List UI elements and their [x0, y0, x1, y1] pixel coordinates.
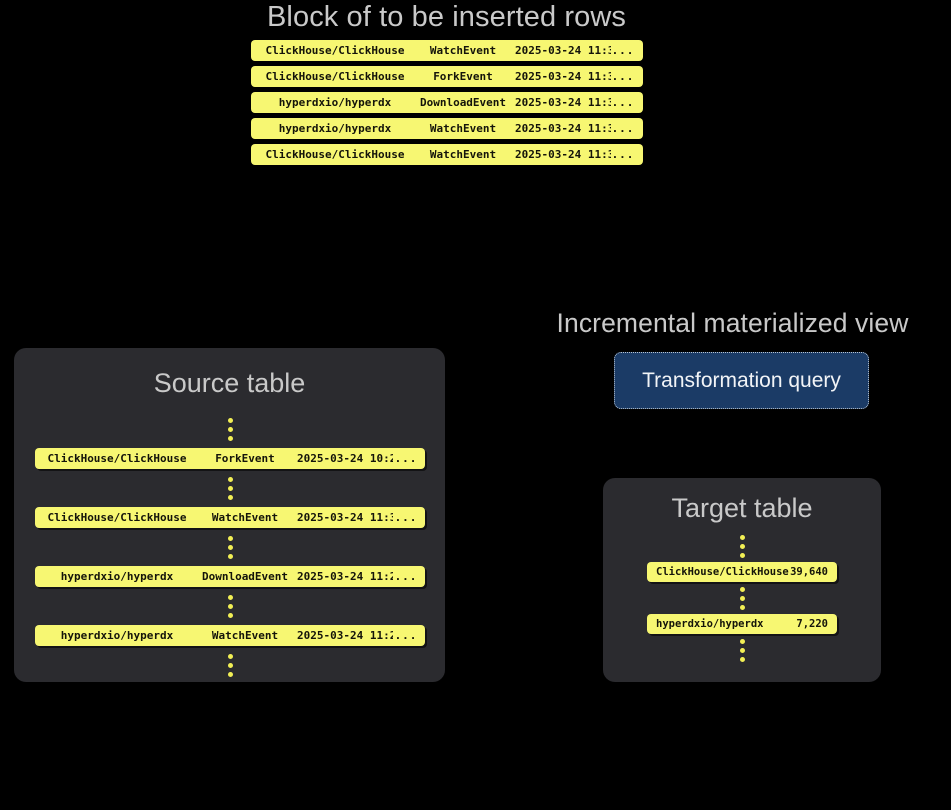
target-table-title: Target table [671, 493, 813, 523]
source-row-repo: ClickHouse/ClickHouse [47, 452, 187, 465]
insert-row-more: ... [611, 70, 635, 83]
block-title: Block of to be inserted rows [266, 1, 627, 33]
target-table-card: Target table ClickHouse/ClickHouse 39,64… [603, 478, 881, 682]
source-row-timestamp: 2025-03-24 11:20:12 [297, 570, 393, 583]
source-table-card: Source table ClickHouse/ClickHouse ForkE… [14, 348, 445, 682]
insert-row-repo: hyperdxio/hyperdx [278, 122, 392, 135]
target-row: hyperdxio/hyperdx 7,220 [647, 614, 837, 634]
insert-row-repo: ClickHouse/ClickHouse [265, 148, 405, 161]
source-row-timestamp: 2025-03-24 11:32:54 [297, 511, 393, 524]
insert-row-timestamp: 2025-03-24 11:35:40 [515, 44, 611, 57]
source-row-event: WatchEvent [211, 629, 279, 642]
insert-row-more: ... [611, 96, 635, 109]
vertical-ellipsis-icon [739, 584, 745, 612]
source-row: ClickHouse/ClickHouse ForkEvent 2025-03-… [35, 448, 425, 469]
insert-row-timestamp: 2025-03-24 11:35:54 [515, 148, 611, 161]
target-row-repo: hyperdxio/hyperdx [656, 618, 764, 630]
vertical-ellipsis-icon [739, 636, 745, 664]
insert-row: hyperdxio/hyperdx DownloadEvent 2025-03-… [251, 92, 643, 113]
source-row: hyperdxio/hyperdx WatchEvent 2025-03-24 … [35, 625, 425, 646]
insert-row-timestamp: 2025-03-24 11:35:44 [515, 70, 611, 83]
source-row-more: ... [394, 629, 418, 642]
source-table-title: Source table [153, 368, 306, 398]
insert-row-event: WatchEvent [429, 148, 497, 161]
insert-row-more: ... [611, 148, 635, 161]
vertical-ellipsis-icon [227, 472, 233, 504]
vertical-ellipsis-icon [227, 649, 233, 681]
target-row: ClickHouse/ClickHouse 39,640 [647, 562, 837, 582]
insert-row: ClickHouse/ClickHouse WatchEvent 2025-03… [251, 144, 643, 165]
insert-row-timestamp: 2025-03-24 11:35:52 [515, 122, 611, 135]
insert-row-event: WatchEvent [429, 44, 497, 57]
source-row-repo: hyperdxio/hyperdx [60, 570, 174, 583]
insert-row-more: ... [611, 44, 635, 57]
target-table-rows: ClickHouse/ClickHouse 39,640 hyperdxio/h… [647, 530, 837, 666]
source-row: ClickHouse/ClickHouse WatchEvent 2025-03… [35, 507, 425, 528]
insert-row: ClickHouse/ClickHouse WatchEvent 2025-03… [251, 40, 643, 61]
insert-row: hyperdxio/hyperdx WatchEvent 2025-03-24 … [251, 118, 643, 139]
source-row-timestamp: 2025-03-24 11:28:32 [297, 629, 393, 642]
source-row-event: ForkEvent [215, 452, 275, 465]
insert-row-repo: ClickHouse/ClickHouse [265, 70, 405, 83]
insert-block-rows: ClickHouse/ClickHouse WatchEvent 2025-03… [251, 40, 643, 165]
insert-row-timestamp: 2025-03-24 11:35:48 [515, 96, 611, 109]
materialized-view-title: Incremental materialized view [556, 308, 909, 338]
vertical-ellipsis-icon [227, 531, 233, 563]
vertical-ellipsis-icon [227, 590, 233, 622]
target-row-repo: ClickHouse/ClickHouse [656, 566, 789, 578]
source-row-more: ... [394, 452, 418, 465]
insert-row-event: WatchEvent [429, 122, 497, 135]
insert-row-event: DownloadEvent [419, 96, 507, 109]
source-row-timestamp: 2025-03-24 10:25:00 [297, 452, 393, 465]
source-row-repo: hyperdxio/hyperdx [60, 629, 174, 642]
insert-row: ClickHouse/ClickHouse ForkEvent 2025-03-… [251, 66, 643, 87]
source-row: hyperdxio/hyperdx DownloadEvent 2025-03-… [35, 566, 425, 587]
target-row-count: 39,640 [790, 566, 828, 578]
transformation-query-box[interactable]: Transformation query [614, 352, 869, 409]
vertical-ellipsis-icon [739, 532, 745, 560]
vertical-ellipsis-icon [227, 413, 233, 445]
insert-row-more: ... [611, 122, 635, 135]
source-row-repo: ClickHouse/ClickHouse [47, 511, 187, 524]
target-row-count: 7,220 [796, 618, 828, 630]
insert-row-event: ForkEvent [433, 70, 493, 83]
source-row-event: WatchEvent [211, 511, 279, 524]
insert-row-repo: ClickHouse/ClickHouse [265, 44, 405, 57]
source-row-more: ... [394, 511, 418, 524]
source-row-more: ... [394, 570, 418, 583]
source-table-rows: ClickHouse/ClickHouse ForkEvent 2025-03-… [35, 410, 425, 684]
source-row-event: DownloadEvent [201, 570, 289, 583]
insert-row-repo: hyperdxio/hyperdx [278, 96, 392, 109]
